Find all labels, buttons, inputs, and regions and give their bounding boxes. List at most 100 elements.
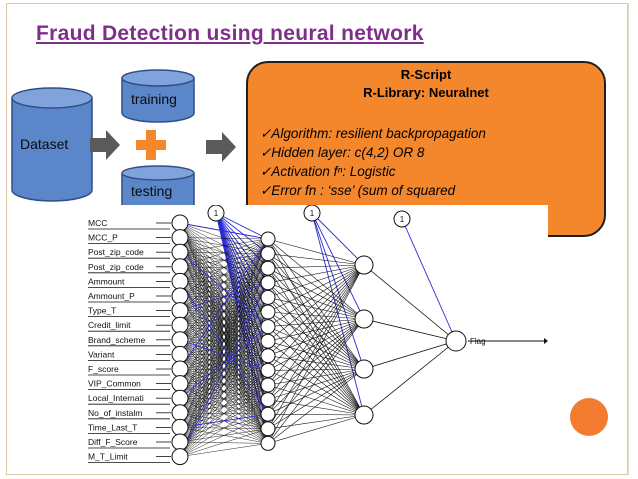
input-label: Credit_limit [88,320,131,330]
network-edge [267,384,365,416]
bias-node [393,210,411,228]
hidden1-node [260,362,276,378]
network-edge [267,368,365,444]
network-edge [267,253,365,416]
network-edge [179,297,269,457]
weight-edge [179,326,269,399]
network-edge [267,318,365,444]
network-edge [267,253,365,266]
network-edge [179,238,269,282]
network-edge [267,340,365,370]
weight-edge [179,339,269,371]
network-edge [179,355,269,457]
network-edge [267,318,365,429]
network-edge [267,297,365,416]
network-edge [267,264,365,298]
input-node [171,404,189,422]
network-edge [179,413,269,457]
hidden1-node [260,304,276,320]
input-node [171,433,189,451]
network-edge [267,267,365,320]
hidden2-node [354,405,374,425]
decorative-circle [570,398,608,436]
input-node [171,214,189,232]
output-arrowhead [544,338,548,344]
bias-node [207,204,225,222]
output-node [445,330,467,352]
input-node [171,360,189,378]
network-edge [267,414,365,430]
network-edge [179,237,269,240]
weight-edge [179,238,269,370]
weight-edge [179,281,269,415]
input-node [171,316,189,334]
network-edge [267,311,365,320]
bias-edge [215,212,269,298]
network-edge [179,238,269,443]
input-label: Post_zip_code [88,247,144,257]
bias-edge [311,212,365,266]
network-edge [267,264,365,371]
network-edge [267,368,365,400]
network-edge [267,318,365,371]
output-label: Flag [470,337,486,346]
network-edge [267,264,365,269]
hidden1-node [260,260,276,276]
network-edge [267,318,365,386]
frame-edge [628,3,629,475]
network-edge [267,264,365,342]
input-label: Variant [88,349,115,359]
input-node [171,418,189,436]
callout-item: ✓Activation fⁿ: Logistic [260,164,396,179]
network-edge [267,368,365,371]
input-label: VIP_Common [88,379,141,389]
network-edge [267,326,365,370]
network-edge [267,370,365,416]
input-label: Post_zip_code [88,262,144,272]
input-label: MCC [88,218,107,228]
network-edge [267,355,365,370]
input-node [171,258,189,276]
input-label: Local_Internati [88,393,144,403]
network-edge [267,264,365,429]
network-plot: MCCMCC_PPost_zip_codePost_zip_codeAmmoun… [88,204,548,466]
hidden1-node [260,231,276,247]
network-edge [267,264,365,313]
network-edge [267,414,365,444]
weight-edge [179,222,269,240]
bias-edge [215,212,269,240]
input-node [171,272,189,290]
network-edge [179,238,269,326]
network-edge [267,318,365,415]
network-edge [267,311,365,370]
callout-heading: R-Script [400,67,452,82]
input-label: Type_T [88,306,116,316]
network-edge [267,268,365,416]
network-edge [179,238,269,384]
network-edge [363,340,457,370]
weight-edge [179,413,269,428]
network-edge [267,264,365,415]
input-node [171,448,189,466]
network-edge [363,264,457,342]
bias-node [303,204,321,222]
network-edge [267,264,365,357]
hidden1-node [260,421,276,437]
network-edge [267,267,365,370]
input-node [171,229,189,247]
network-edge [179,238,269,413]
network-edge [267,282,365,370]
hidden1-node [260,333,276,349]
network-edge [267,368,365,430]
input-label: Brand_scheme [88,335,145,345]
training-cylinder [121,69,195,123]
input-label: F_score [88,364,119,374]
network-edge [267,326,365,416]
hidden1-node [260,392,276,408]
bias-label: 1 [400,215,405,224]
network-edge [179,326,269,457]
network-edge [267,297,365,370]
network-edge [267,264,365,400]
network-edge [267,264,365,284]
